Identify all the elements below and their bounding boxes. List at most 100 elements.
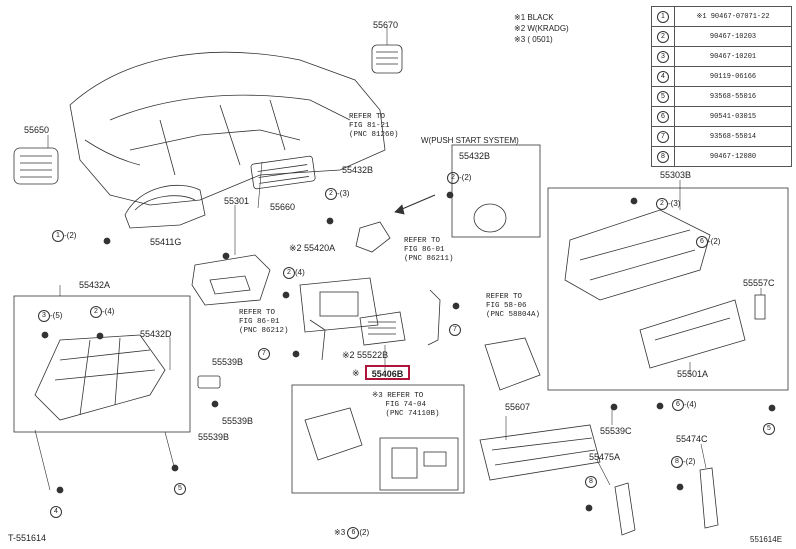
label-55539b-2: 55539B [222, 416, 254, 426]
dashboard-outline [69, 51, 386, 206]
label-55501a: 55501A [677, 369, 709, 379]
callout-9: 6-(2) [696, 236, 720, 248]
callout-16: 4 [50, 506, 62, 518]
part-index-circle: 5 [657, 90, 669, 103]
part-number: 90467-10203 [674, 26, 792, 47]
parts-table-row: 4 90119-06166 [651, 66, 792, 87]
label-55539b-3: 55539B [198, 432, 230, 442]
panel-55301 [191, 254, 271, 306]
glove-door-55501a [639, 299, 746, 369]
clip-55539b [197, 375, 221, 389]
parts-table-row: 8 90467-12080 [651, 146, 792, 167]
vent-55650 [13, 147, 59, 185]
footer-right: 551614E [750, 535, 783, 544]
vent-55670 [371, 44, 403, 74]
refer-fig-58-06: REFER TO FIG 58-06 (PNC 58804A) [486, 293, 541, 319]
push-start-note: W(PUSH START SYSTEM) [421, 136, 519, 145]
arrow-head [394, 204, 405, 215]
part-index-circle: 2 [657, 30, 669, 43]
label-55522b: ※2 55522B [342, 350, 389, 360]
parts-table-row: 6 90541-03015 [651, 106, 792, 127]
bumper-55557c [754, 294, 766, 320]
label-55475a: 55475A [589, 452, 621, 462]
part-index-circle: 6 [657, 110, 669, 123]
label-55406b-mark: ※ [352, 368, 360, 378]
callout-12: 7 [258, 348, 270, 360]
center-vent-55660 [250, 155, 316, 190]
refer-fig-86-01-b: REFER TO FIG 86-01 (PNC 86212) [239, 309, 289, 335]
part-index: 5 [651, 86, 675, 107]
footer-left: T-551614 [8, 533, 47, 543]
label-55474c: 55474C [676, 434, 708, 444]
refer-fig-74-04: ※3 REFER TO FIG 74-04 (PNC 74110B) [372, 392, 440, 418]
glove-box-55303b [564, 209, 711, 301]
legend-3: ※3 ( 0501) [514, 35, 553, 44]
parts-table-row: 5 93568-55016 [651, 86, 792, 107]
label-55432b-a: 55432B [342, 165, 374, 175]
trim-55474c [699, 467, 719, 529]
callout-13: 7 [449, 324, 461, 336]
part-number: 93568-55014 [674, 126, 792, 147]
label-55670: 55670 [373, 20, 399, 30]
callout-11: ※3 6(2) [334, 527, 370, 539]
frame-55406b [291, 384, 465, 494]
part-number: 90467-10201 [674, 46, 792, 67]
part-number: ※1 90467-07071-22 [674, 6, 792, 27]
label-55420a: ※2 55420A [289, 243, 336, 253]
cluster-hood-55411g [124, 184, 206, 229]
under-tray-55607 [479, 424, 601, 481]
callout-17: 8 [585, 476, 597, 488]
part-index-circle: 4 [657, 70, 669, 83]
part-number: 93568-55016 [674, 86, 792, 107]
label-55432a: 55432A [79, 280, 111, 290]
part-index-circle: 8 [657, 150, 669, 163]
parts-table-row: 3 90467-10201 [651, 46, 792, 67]
part-index-circle: 7 [657, 130, 669, 143]
trim-55432b [355, 221, 391, 253]
label-55301: 55301 [224, 196, 250, 206]
part-index: 4 [651, 66, 675, 87]
part-number: 90541-03015 [674, 106, 792, 127]
frame-55432a [13, 295, 191, 433]
part-number: 90119-06166 [674, 66, 792, 87]
refer-fig-81-21: REFER TO FIG 81-21 (PNC 81260) [349, 113, 399, 139]
trim-55475a [614, 482, 636, 536]
callout-14: 5 [763, 423, 775, 435]
part-number: 90467-12080 [674, 146, 792, 167]
callout-7: 2(4) [283, 267, 305, 279]
frame-glove [547, 187, 789, 391]
label-55539c: 55539C [600, 426, 632, 436]
callout-8: 6-(4) [672, 399, 696, 411]
panel-55420a [299, 277, 379, 333]
parts-table-row: 2 90467-10203 [651, 26, 792, 47]
parts-table-row: 7 93568-55014 [651, 126, 792, 147]
part-index: 8 [651, 146, 675, 167]
refer-fig-86-01-a: REFER TO FIG 86-01 (PNC 86211) [404, 237, 454, 263]
parts-table: 1 ※1 90467-07071-22 2 90467-10203 3 90467-102… [651, 6, 792, 167]
part-index: 7 [651, 126, 675, 147]
legend-2: ※2 W(KRADG) [514, 24, 569, 33]
label-55406b-highlighted[interactable]: 55406B [365, 365, 410, 380]
parts-table-row: 1 ※1 90467-07071-22 [651, 6, 792, 27]
label-55432d: 55432D [140, 329, 172, 339]
panel-55522b [359, 311, 406, 346]
fasteners [41, 191, 776, 512]
label-55607: 55607 [505, 402, 531, 412]
part-index: 3 [651, 46, 675, 67]
part-index: 6 [651, 106, 675, 127]
label-55432b-b: 55432B [459, 151, 491, 161]
bracket-lines [309, 289, 441, 361]
callout-1: 1-(2) [52, 230, 76, 242]
part-index-circle: 1 [657, 10, 669, 23]
part-index: 2 [651, 26, 675, 47]
callout-5: 2-(4) [90, 306, 114, 318]
part-index-circle: 3 [657, 50, 669, 63]
push-start-frame [451, 144, 541, 238]
label-55411g: 55411G [150, 237, 182, 247]
under-cover-55432a [34, 334, 166, 421]
label-55660: 55660 [270, 202, 296, 212]
leader-lines [34, 27, 762, 491]
box-58804a [484, 337, 541, 391]
label-55303b: 55303B [660, 170, 692, 180]
